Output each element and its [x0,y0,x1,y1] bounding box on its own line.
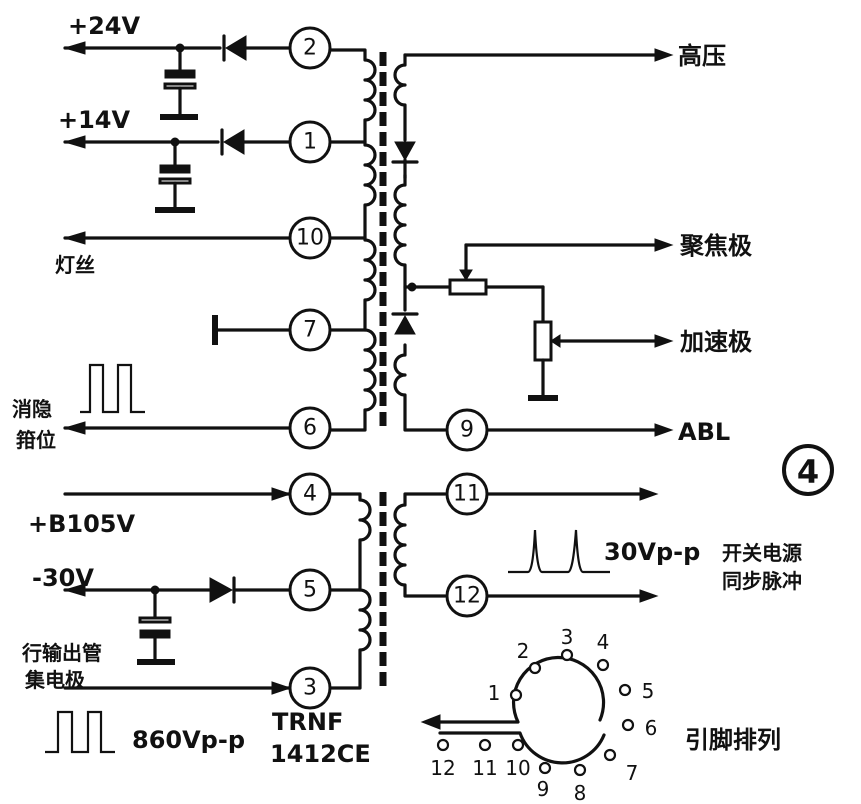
label-sync-vpp: 30Vp-p [604,538,700,566]
filament-branch [63,231,367,245]
label-collector-1: 行输出管 [21,641,102,665]
pin-node-2: 2 [288,26,332,70]
label-abl: ABL [678,418,730,446]
label-collector-2: 集电极 [24,668,86,692]
label-trnf: TRNF [272,708,343,736]
pin-node-3: 3 [288,666,332,710]
svg-text:5: 5 [642,679,655,703]
svg-text:8: 8 [574,781,587,804]
figure-number-badge: 4 [782,444,834,496]
neg30-branch [63,576,292,665]
svg-text:1: 1 [488,681,501,705]
label-24v: +24V [68,12,141,40]
pin-node-6: 6 [288,406,332,450]
label-b105v: +B105V [28,510,136,538]
svg-text:6: 6 [645,716,658,740]
svg-text:4: 4 [597,630,610,654]
label-filament: 灯丝 [55,253,95,277]
svg-text:7: 7 [303,318,317,343]
label-blanking-2: 箝位 [16,428,56,452]
svg-text:9: 9 [460,418,474,443]
svg-text:2: 2 [303,36,317,61]
svg-text:10: 10 [296,226,324,251]
svg-text:5: 5 [303,578,317,603]
label-blanking-1: 消隐 [12,397,52,421]
svg-text:1: 1 [303,130,317,155]
label-model: 1412CE [270,740,371,768]
pin-node-4: 4 [288,472,332,516]
supply-14v-branch [63,128,367,213]
pinout-diagram: 1 2 3 4 5 6 7 8 9 10 11 12 引脚排列 [420,625,781,804]
label-pinout: 引脚排列 [685,726,781,754]
label-14v: +14V [58,106,131,134]
svg-text:12: 12 [453,584,481,609]
pin-node-7: 7 [288,308,332,352]
focus-accel-network [403,48,674,437]
primary-coil-lower [63,487,372,690]
svg-text:11: 11 [472,756,497,780]
hv-secondary-coil [391,53,662,432]
label-accel: 加速极 [680,328,752,356]
svg-text:11: 11 [453,482,481,507]
sync-winding [393,487,659,603]
pin-node-1: 1 [288,120,332,164]
svg-text:4: 4 [797,453,819,491]
svg-text:6: 6 [303,416,317,441]
label-high-voltage: 高压 [678,42,726,70]
svg-text:3: 3 [561,625,574,649]
pin-node-12: 12 [445,574,489,618]
primary-coil-upper [328,48,377,432]
svg-text:9: 9 [537,777,550,801]
svg-text:4: 4 [303,482,317,507]
svg-text:3: 3 [303,676,317,701]
collector-branch [45,681,292,754]
pin-node-10: 10 [288,216,332,260]
svg-text:7: 7 [626,761,639,785]
supply-24v-branch [63,34,292,120]
label-neg30v: -30V [32,564,94,592]
svg-text:2: 2 [517,639,530,663]
label-focus: 聚焦极 [679,232,752,260]
label-860vpp: 860Vp-p [132,726,245,754]
pin7-ground [212,315,367,345]
pin-node-11: 11 [445,472,489,516]
pin-node-5: 5 [288,568,332,612]
svg-text:12: 12 [430,756,455,780]
label-sync-1: 开关电源 [722,541,802,565]
pin-node-9: 9 [445,408,489,452]
blanking-branch [63,363,292,435]
svg-text:10: 10 [505,756,530,780]
label-sync-2: 同步脉冲 [722,569,802,593]
